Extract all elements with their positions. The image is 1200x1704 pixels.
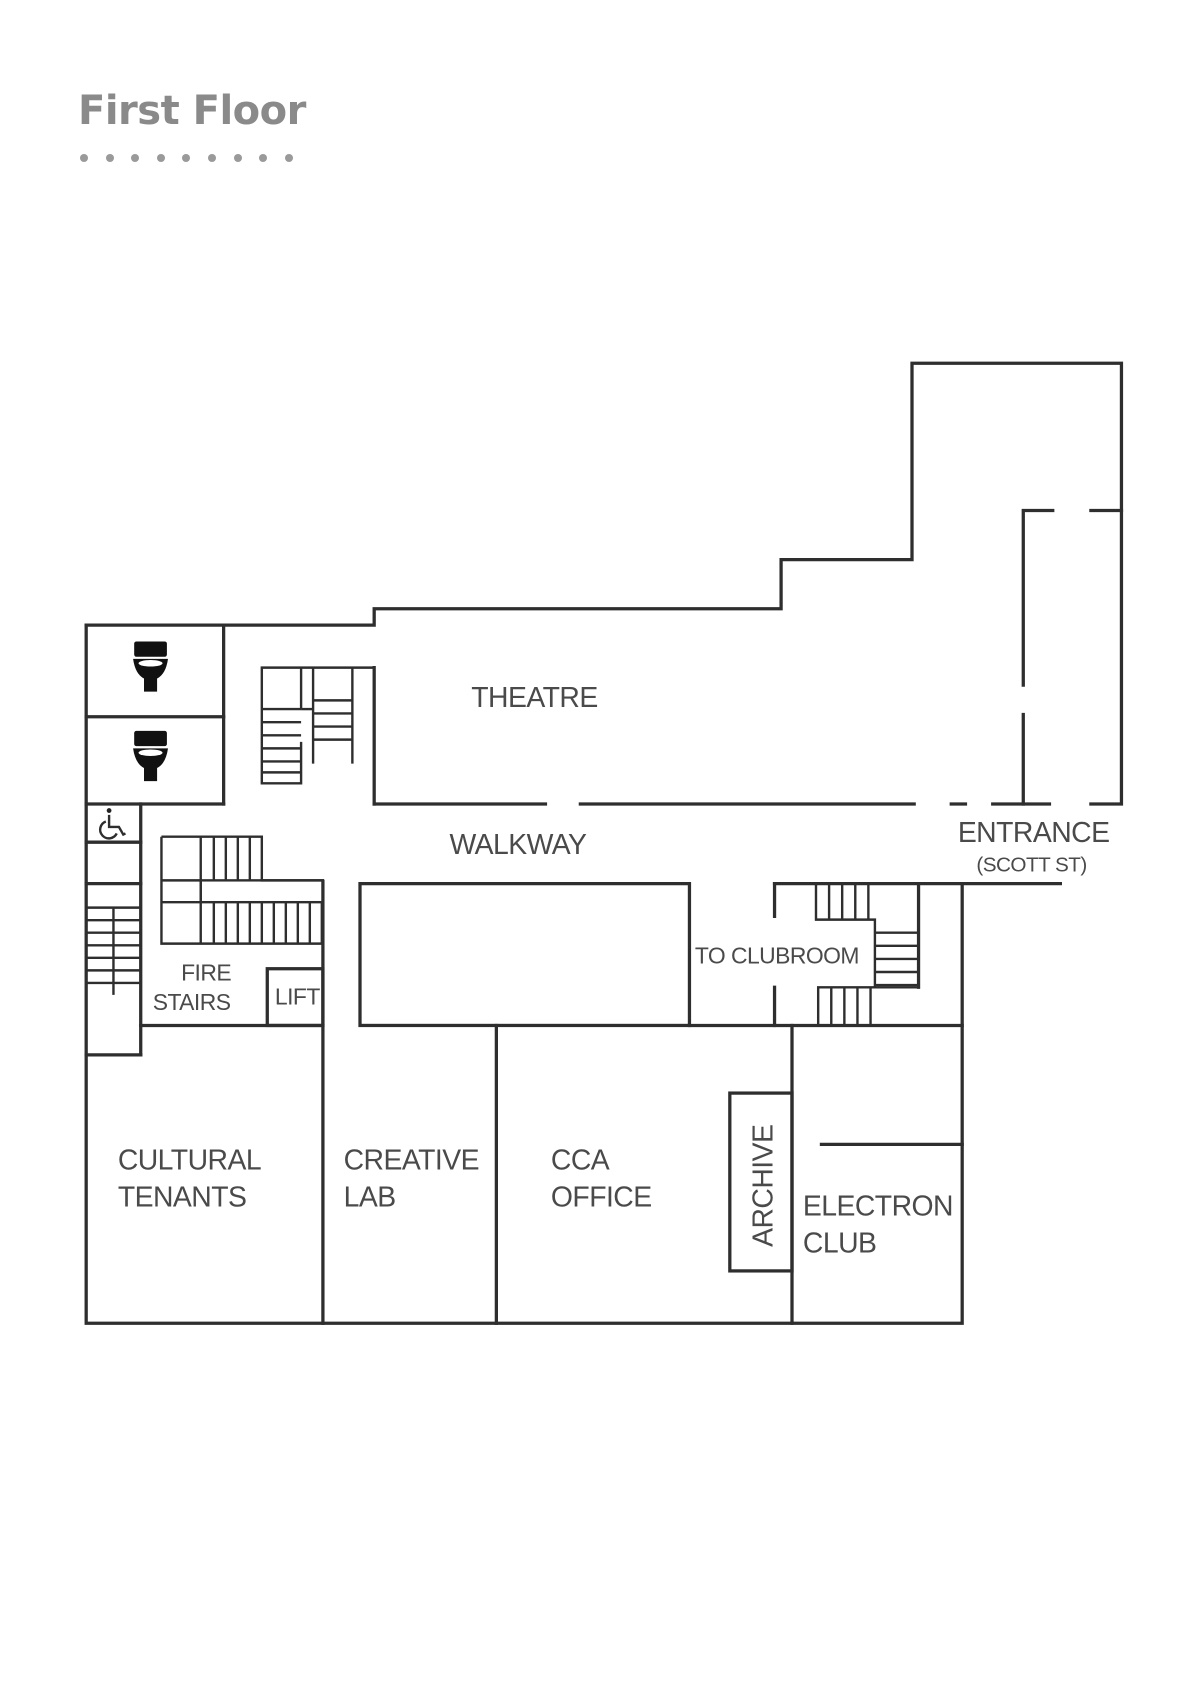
creative-lab-label: CREATIVE bbox=[344, 1144, 479, 1176]
interior-walls bbox=[84, 623, 964, 1325]
underline-dot bbox=[131, 154, 140, 162]
toilet-icon bbox=[133, 730, 168, 782]
cca-office-label: CCA bbox=[551, 1144, 610, 1176]
theatre-label: THEATRE bbox=[471, 682, 597, 714]
to-clubroom-label: TO CLUBROOM bbox=[695, 942, 859, 968]
lift-label: LIFT bbox=[275, 984, 320, 1010]
cultural-tenants-label: TENANTS bbox=[118, 1182, 247, 1214]
electron-club-label: CLUB bbox=[803, 1227, 876, 1259]
walkway-label: WALKWAY bbox=[449, 829, 587, 861]
page-title: First Floor bbox=[78, 88, 306, 134]
stairs-upper bbox=[260, 666, 375, 785]
clubroom-stairs bbox=[814, 883, 919, 1026]
room-labels: THEATRE WALKWAY ENTRANCE (SCOTT ST) FIRE… bbox=[118, 682, 1110, 1259]
wheelchair-accessible-icon bbox=[99, 808, 126, 840]
outer-walls bbox=[84, 361, 1124, 1325]
toilet-icon bbox=[133, 641, 168, 692]
electron-club-label: ELECTRON bbox=[803, 1190, 953, 1222]
fire-stairs bbox=[86, 835, 325, 995]
underline-dot bbox=[105, 154, 114, 162]
underline-dot bbox=[182, 154, 191, 162]
title-dotted-underline bbox=[80, 154, 293, 162]
archive-label: ARCHIVE bbox=[747, 1125, 779, 1247]
underline-dot bbox=[233, 154, 242, 162]
underline-dot bbox=[259, 154, 268, 162]
fire-stairs-label: FIRE bbox=[181, 960, 231, 986]
underline-dot bbox=[80, 154, 88, 162]
entrance-label: ENTRANCE bbox=[958, 817, 1110, 849]
underline-dot bbox=[284, 154, 293, 162]
underline-dot bbox=[207, 154, 216, 162]
cultural-tenants-label: CULTURAL bbox=[118, 1144, 261, 1176]
underline-dot bbox=[156, 154, 165, 162]
fire-stairs-label: STAIRS bbox=[153, 989, 231, 1015]
creative-lab-label: LAB bbox=[344, 1182, 396, 1214]
cca-office-label: OFFICE bbox=[551, 1182, 652, 1214]
entrance-street-label: (SCOTT ST) bbox=[976, 854, 1086, 877]
